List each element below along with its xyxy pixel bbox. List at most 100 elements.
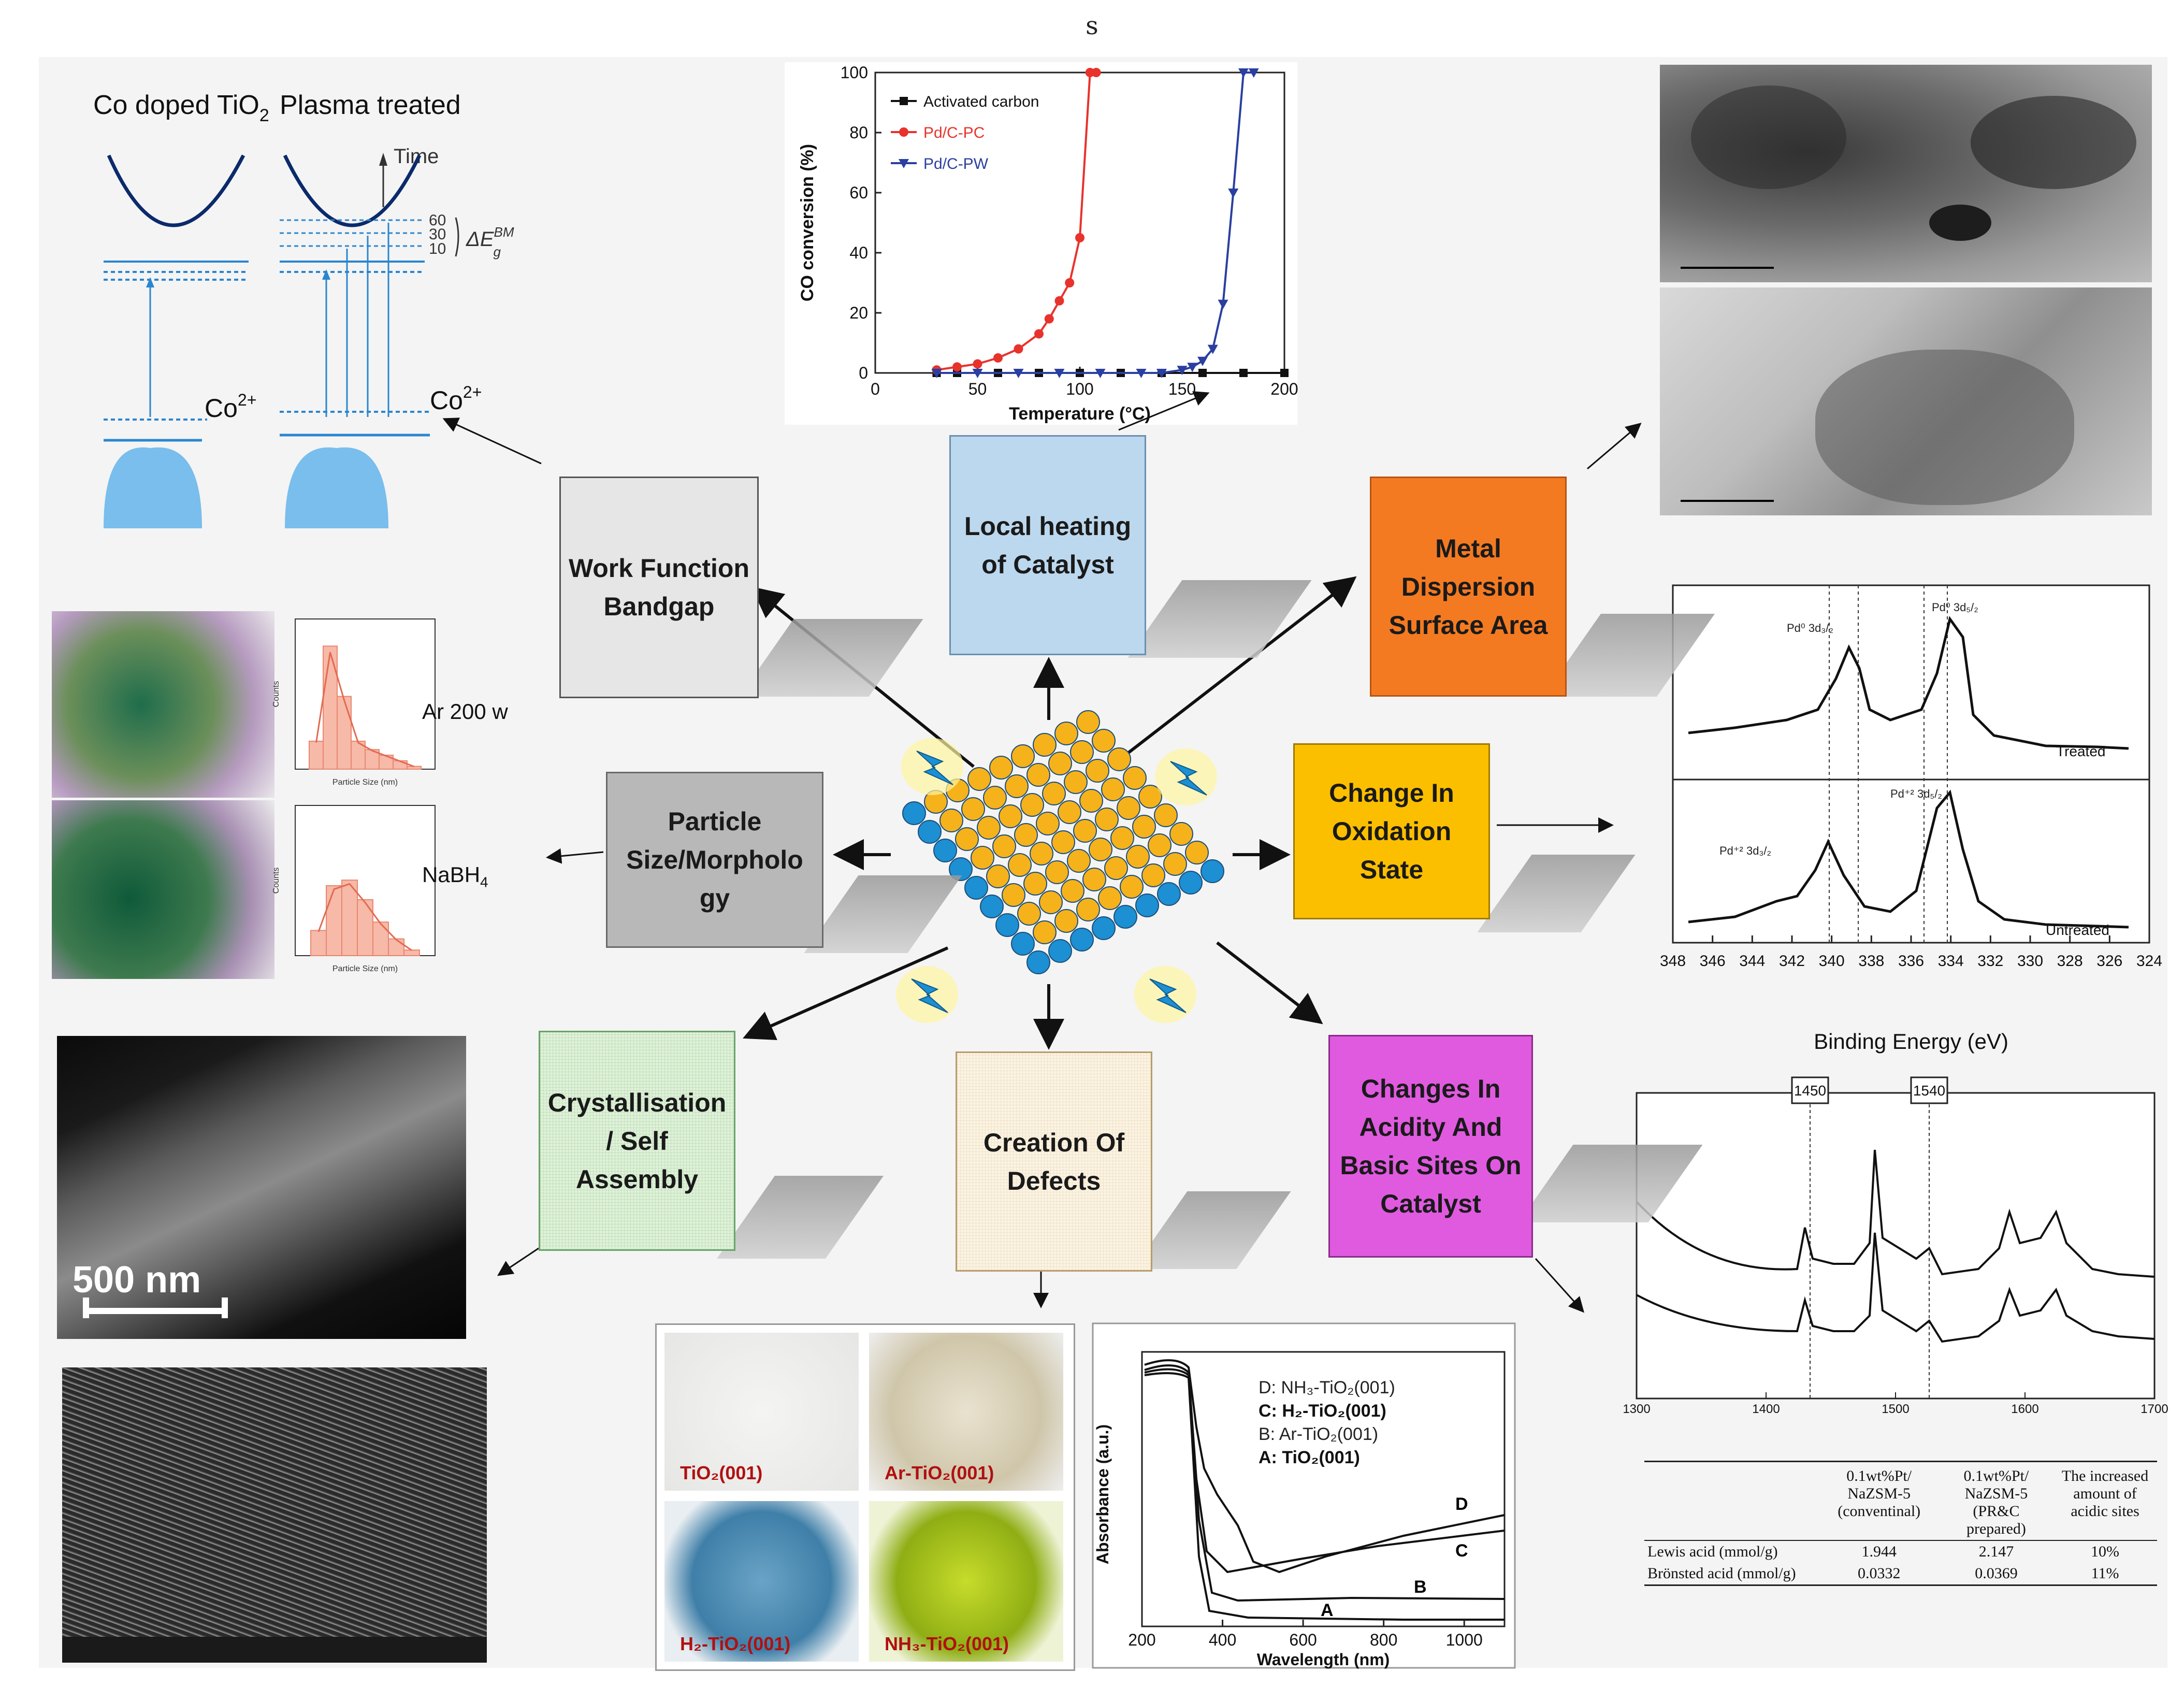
xps-pd0-b: Pd⁰ 3d₅/₂: [1932, 601, 1978, 614]
ir-xtick: 1400: [1752, 1402, 1780, 1416]
tem-image-bottom: [1660, 287, 2152, 515]
lattice-atom: [971, 846, 994, 870]
lattice-atom: [939, 809, 963, 832]
table-header: The increased amount of acidic sites: [2061, 1467, 2149, 1520]
co-legend-entry: Activated carbon: [923, 93, 1039, 110]
xps-xtick: 340: [1819, 953, 1845, 970]
xps-xtick: 334: [1938, 953, 1964, 970]
lattice-atom: [1126, 845, 1150, 869]
lattice-atom: [1008, 853, 1032, 877]
lattice-atom: [1023, 872, 1047, 896]
hist-label-nabh4: NaBH4: [422, 862, 488, 890]
co-point: [993, 353, 1003, 363]
svg-text:Particle Size (nm): Particle Size (nm): [332, 778, 398, 787]
xps-pd2-b: Pd⁺² 3d₅/₂: [1890, 787, 1942, 800]
co-point: [1034, 329, 1044, 339]
lattice-atom: [995, 913, 1019, 937]
abs-xtick: 200: [1128, 1631, 1155, 1649]
lattice-atom: [1120, 875, 1144, 899]
box-crystallisation: Crystallisation / Self Assembly: [539, 1031, 735, 1251]
lattice-atom: [1185, 841, 1209, 864]
lattice-atom: [1017, 902, 1041, 926]
xps-xtick: 324: [2136, 953, 2162, 970]
co-point: [1065, 278, 1075, 287]
tem-particle-image-top: [52, 611, 274, 798]
abs-legend-b: B: Ar-TiO₂(001): [1259, 1424, 1378, 1444]
xps-spectra: Pd⁰ 3d₃/₂ Pd⁰ 3d₅/₂ Pd⁺² 3d₃/₂ Pd⁺² 3d₅/…: [1660, 584, 2162, 1054]
co-ytick: 0: [859, 364, 868, 382]
xps-xtick: 326: [2096, 953, 2122, 970]
box-local-heating: Local heating of Catalyst: [949, 435, 1146, 655]
lattice-atom: [1163, 852, 1187, 876]
co-legend-entry: Pd/C-PW: [923, 155, 989, 172]
tio2-photo-panel: TiO₂(001) Ar-TiO₂(001) H₂-TiO₂(001) NH₃-…: [655, 1323, 1075, 1671]
lattice-atom: [1036, 812, 1060, 835]
lattice-atom: [1061, 879, 1084, 903]
co-point: [973, 359, 982, 369]
xps-xtick: 346: [1700, 953, 1726, 970]
lattice-atom: [1014, 823, 1038, 847]
abs-xtick: 600: [1289, 1631, 1317, 1649]
hist-label-ar: Ar 200 w: [422, 699, 508, 724]
xps-xtick: 338: [1858, 953, 1884, 970]
lattice-atom: [1157, 882, 1181, 906]
co-point: [1177, 366, 1188, 376]
lattice-atom: [1048, 939, 1072, 963]
abs-xtick: 800: [1370, 1631, 1397, 1649]
co-point: [1280, 369, 1289, 377]
bandgap-label-left: Co doped TiO2: [93, 90, 269, 125]
box-work-function-bandgap: Work Function Bandgap: [559, 477, 759, 698]
lattice-atom: [1092, 916, 1116, 940]
lattice-atom: [1042, 782, 1066, 805]
abs-ylabel: Absorbance (a.u.): [1093, 1424, 1112, 1564]
lightning-icon: [1170, 761, 1207, 796]
box-oxidation-state: Change In Oxidation State: [1293, 743, 1490, 919]
box-creation-of-defects: Creation Of Defects: [956, 1051, 1152, 1272]
lattice-atom: [1030, 842, 1053, 866]
header-letter: s: [1086, 11, 1098, 40]
lattice-atom: [1054, 909, 1078, 933]
co-xtick: 0: [871, 380, 880, 398]
lattice-atom: [1169, 822, 1193, 846]
lattice-atom: [1070, 740, 1094, 764]
co-point: [1197, 356, 1208, 366]
xps-treated-label: Treated: [2056, 743, 2105, 759]
lattice-atom: [1098, 886, 1122, 910]
box-acidity-basic-sites: Changes In Acidity And Basic Sites On Ca…: [1328, 1035, 1533, 1258]
lattice-atom: [1073, 819, 1097, 843]
co-point: [1239, 369, 1248, 377]
lattice-atom: [1179, 871, 1203, 895]
lattice-atom: [961, 797, 985, 821]
co-ytick: 40: [849, 243, 868, 262]
lattice-atom: [1079, 789, 1103, 813]
xps-xtick: 332: [1977, 953, 2003, 970]
box-metal-dispersion: Metal Dispersion Surface Area: [1370, 477, 1567, 697]
lattice-atom: [967, 767, 991, 791]
svg-text:60: 60: [429, 212, 446, 229]
lattice-atom: [1033, 920, 1057, 944]
co-point: [1207, 344, 1218, 354]
lattice-atom: [1107, 747, 1131, 771]
table-row: Brönsted acid (mmol/g) 0.0332 0.0369 11%: [1647, 1565, 2119, 1582]
h2-tio2-photo: H₂-TiO₂(001): [664, 1501, 859, 1662]
lattice-atom: [1048, 752, 1072, 775]
lattice-atom: [1113, 905, 1137, 929]
lattice-atom: [1095, 808, 1119, 831]
bandgap-diagram: Co doped TiO2 Plasma treated Time Co2+ C…: [93, 90, 514, 528]
lattice-atom: [1082, 868, 1106, 891]
lattice-atom: [955, 827, 979, 851]
lightning-icon: [911, 978, 948, 1013]
xps-pd2-a: Pd⁺² 3d₃/₂: [1719, 844, 1771, 857]
lattice-atom: [1051, 830, 1075, 854]
svg-text:Particle Size (nm): Particle Size (nm): [332, 964, 398, 973]
svg-text:B: B: [1414, 1577, 1427, 1597]
table-header: 0.1wt%Pt/ NaZSM-5 (conventinal): [1838, 1467, 1921, 1520]
lattice-atom: [949, 857, 973, 881]
sem-image-fiber: 500 nm: [57, 1036, 466, 1339]
sem-scale-label: 500 nm: [73, 1259, 201, 1301]
hist-bar: [388, 938, 404, 956]
svg-text:10: 10: [429, 240, 446, 257]
